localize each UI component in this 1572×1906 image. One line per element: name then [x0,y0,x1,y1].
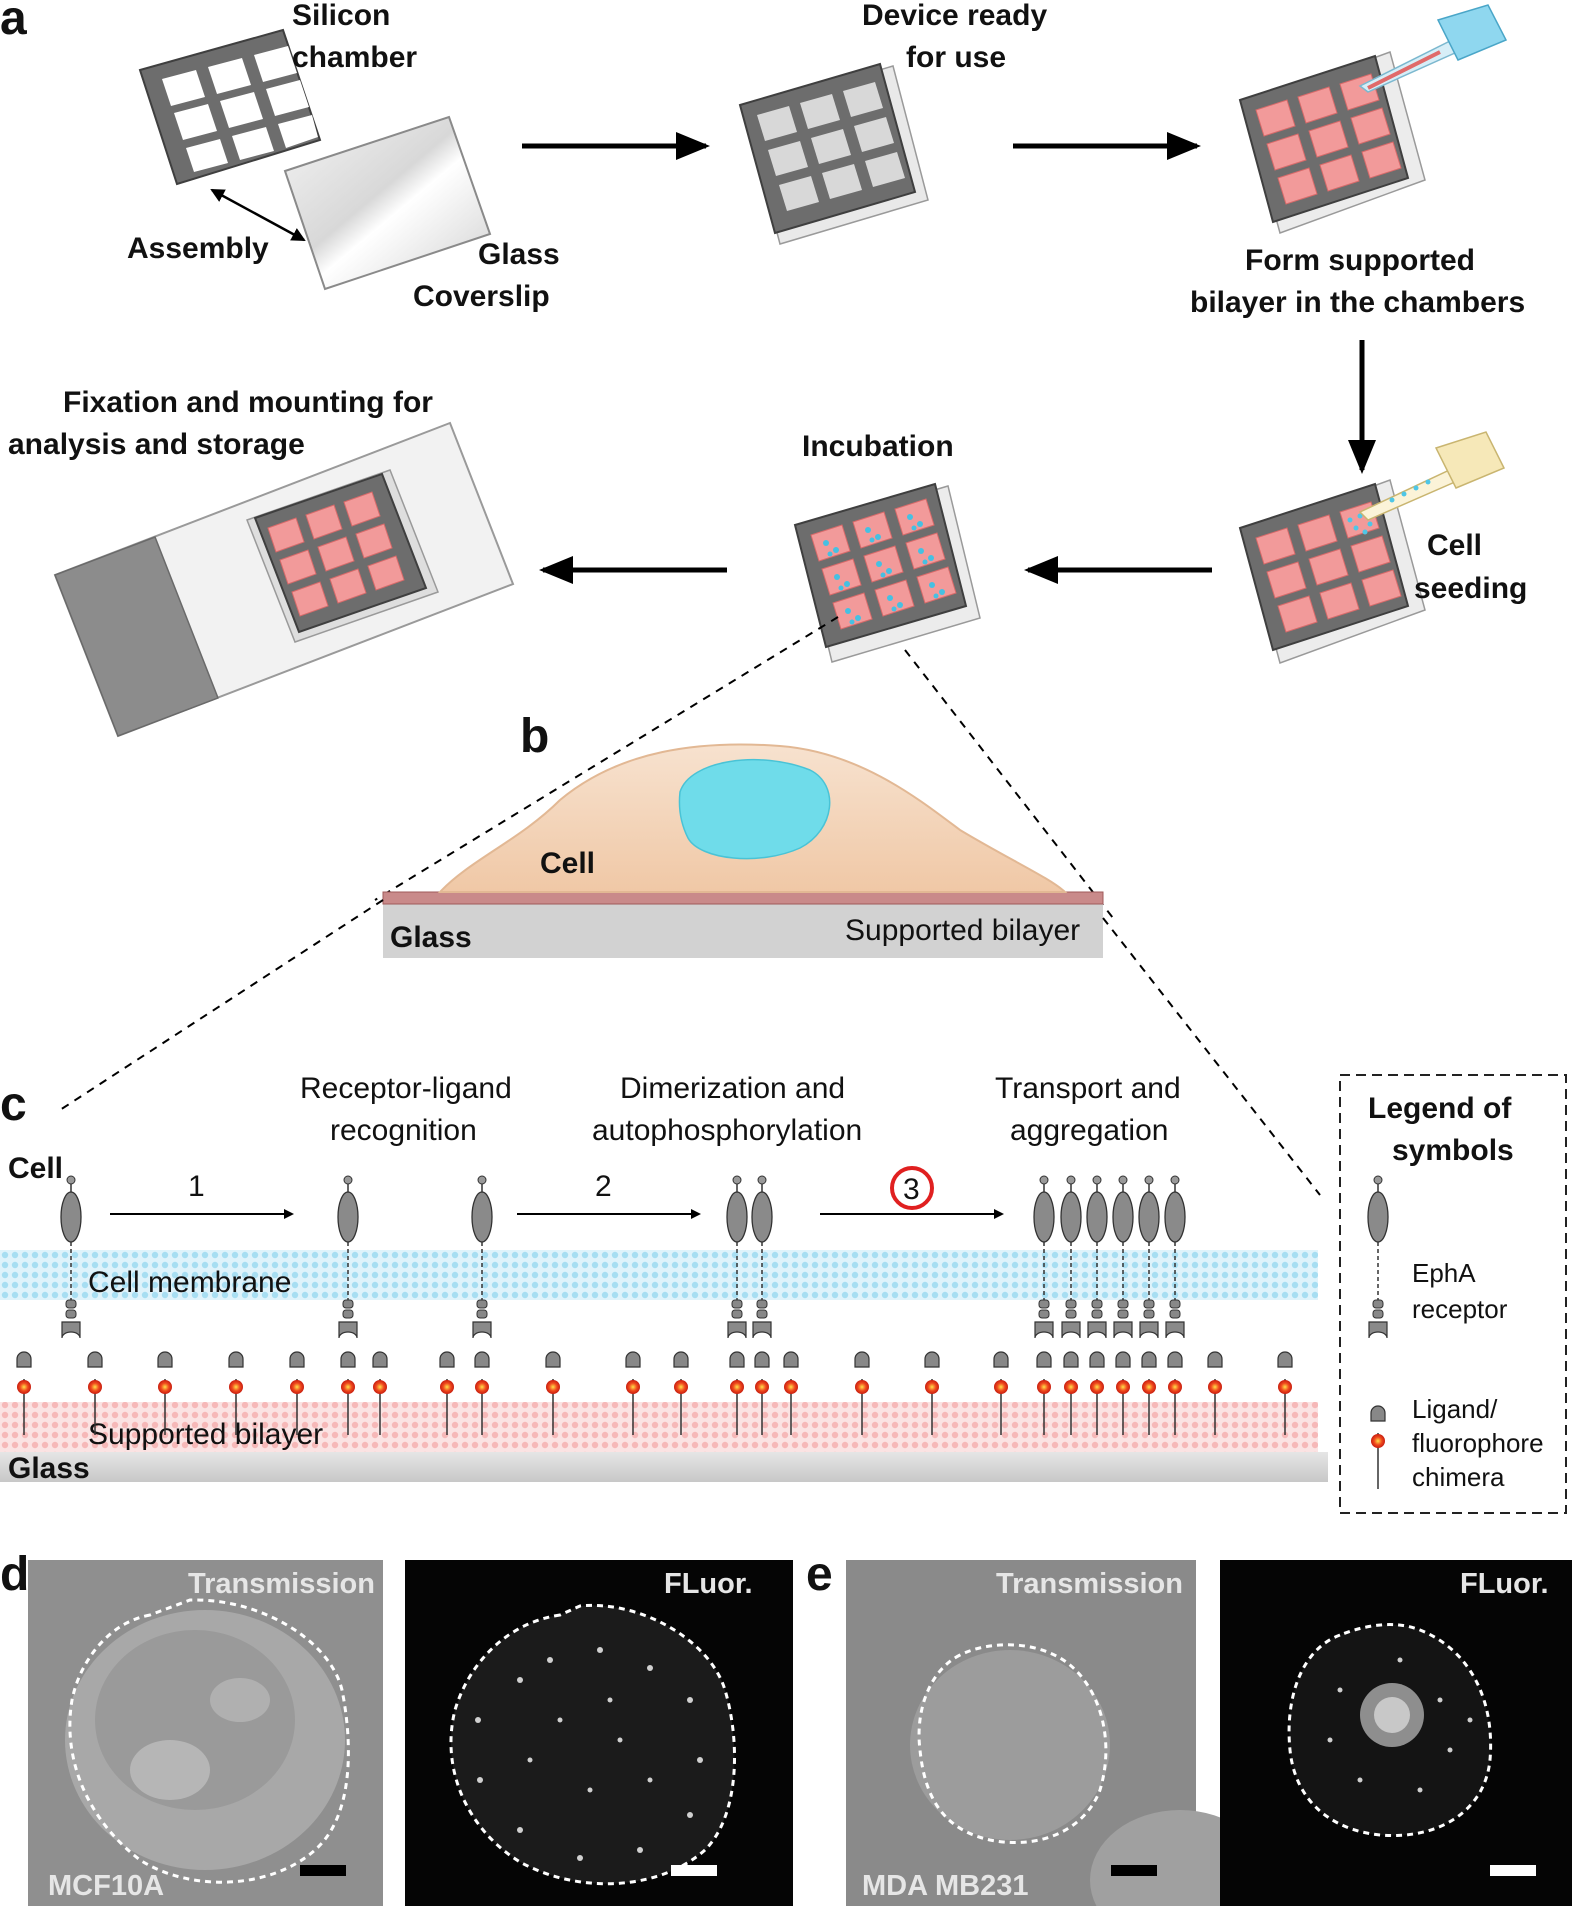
glass-coverslip-illustration [283,115,492,291]
d-cell-line-label: MCF10A [48,1870,164,1902]
step-title-dimerization-line1: Dimerization and [620,1072,845,1105]
cell-membrane-layer [0,1250,1318,1300]
form-bilayer-label-line1: Form supported [1245,244,1475,277]
glass-coverslip-label-line2: Coverslip [413,280,550,313]
legend-ligand-icon [1370,1405,1386,1490]
legend-receptor-label-line2: receptor [1412,1294,1508,1324]
mdamb231-fluorescence-image [1220,1560,1572,1906]
incubation-label: Incubation [802,430,954,463]
panel-label-d: d [0,1548,29,1601]
glass-coverslip-label-line1: Glass [478,238,560,271]
step-title-dimerization-line2: autophosphorylation [592,1114,862,1147]
c-glass-label: Glass [8,1452,90,1485]
bilayer-device-illustration [1238,4,1508,234]
e-cell-line-label: MDA MB231 [862,1870,1029,1902]
cell-seeding-illustration [1238,431,1506,664]
assembly-arrow [210,188,306,242]
b-supported-bilayer-label: Supported bilayer [845,914,1080,947]
incubation-illustration [793,482,981,663]
step-number-2: 2 [595,1170,612,1203]
zoom-line-left-lower [59,899,384,1111]
step-3-highlight-circle [890,1166,934,1210]
assembly-label: Assembly [127,232,269,265]
glass-layer [0,1452,1328,1482]
supported-bilayer-layer [0,1402,1318,1452]
zoom-line-right-upper [904,649,1114,919]
mounted-slide-illustration [53,421,515,738]
legend-receptor-icon [1367,1175,1389,1339]
c-cell-label: Cell [8,1152,63,1185]
legend-title-line1: Legend of [1368,1092,1512,1125]
legend-receptor-label-line1: EphA [1412,1258,1476,1288]
cell-seeding-label-line2: seeding [1414,572,1527,605]
form-bilayer-label-line2: bilayer in the chambers [1190,286,1525,319]
d-transmission-label: Transmission [188,1568,375,1600]
legend-box [1339,1074,1567,1514]
silicon-chamber-label-line2: chamber [292,41,417,74]
step-title-recognition-line1: Receptor-ligand [300,1072,512,1105]
step-number-1: 1 [188,1170,205,1203]
step-title-transport-line2: aggregation [1010,1114,1168,1147]
mcf10a-fluorescence-image [405,1560,793,1906]
step-title-recognition-line2: recognition [330,1114,477,1147]
c-cell-membrane-label: Cell membrane [88,1266,291,1299]
panel-label-a: a [0,0,27,45]
b-glass-label: Glass [390,921,472,954]
e-transmission-label: Transmission [996,1568,1183,1600]
d-fluor-label: FLuor. [664,1568,753,1600]
mdamb231-transmission-image [846,1560,1270,1906]
silicon-chamber-label-line1: Silicon [292,0,390,32]
mcf10a-transmission-image [28,1560,383,1906]
device-ready-label-line1: Device ready [862,0,1047,32]
silicon-chamber-illustration [138,28,322,186]
step-title-transport-line1: Transport and [995,1072,1181,1105]
zoom-line-right-lower [1102,917,1321,1196]
legend-ligand-label-line3: chimera [1412,1462,1505,1492]
legend-ligand-label-line2: fluorophore [1412,1428,1544,1458]
cell-seeding-label-line1: Cell [1427,529,1482,562]
step-number-3: 3 [903,1173,920,1206]
c-supported-bilayer-label: Supported bilayer [88,1418,323,1451]
panel-label-c: c [0,1078,27,1131]
fixation-label-line1: Fixation and mounting for [63,386,433,419]
legend-title-line2: symbols [1392,1134,1514,1167]
fixation-label-line2: analysis and storage [8,428,305,461]
nucleus [678,759,831,860]
b-cell-label: Cell [540,847,595,880]
cell-on-bilayer-illustration [382,743,1104,958]
device-ready-label-line2: for use [906,41,1006,74]
legend-ligand-label-line1: Ligand/ [1412,1394,1498,1424]
device-ready-illustration [738,62,929,245]
glass-base [383,902,1103,958]
panel-label-e: e [806,1548,833,1601]
panel-label-b: b [520,710,549,763]
zoom-line-left-upper [374,616,839,901]
e-fluor-label: FLuor. [1460,1568,1549,1600]
